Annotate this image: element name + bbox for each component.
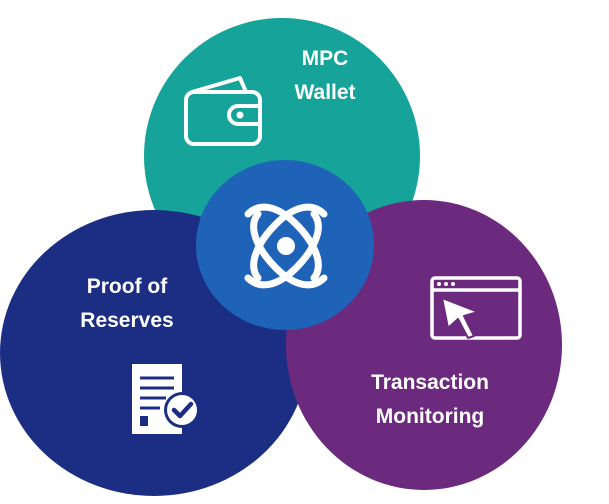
mpc-wallet-label-line-1: MPC bbox=[301, 47, 349, 70]
transaction-monitoring-label-line-1: Transaction bbox=[371, 371, 489, 394]
proof-of-reserves-label-line-1: Proof of bbox=[86, 275, 168, 298]
proof-of-reserves-label-line-2: Reserves bbox=[80, 309, 174, 332]
transaction-monitoring-label: Transaction Monitoring bbox=[350, 366, 510, 434]
wallet-icon bbox=[184, 76, 262, 146]
proof-of-reserves-label: Proof of Reserves bbox=[62, 270, 192, 338]
browser-cursor-icon bbox=[430, 276, 522, 340]
document-check-icon bbox=[132, 364, 200, 434]
mpc-wallet-label: MPC Wallet bbox=[270, 42, 380, 110]
mpc-wallet-label-line-2: Wallet bbox=[294, 81, 356, 104]
transaction-monitoring-label-line-2: Monitoring bbox=[375, 405, 485, 428]
atom-logo-icon bbox=[244, 203, 328, 289]
